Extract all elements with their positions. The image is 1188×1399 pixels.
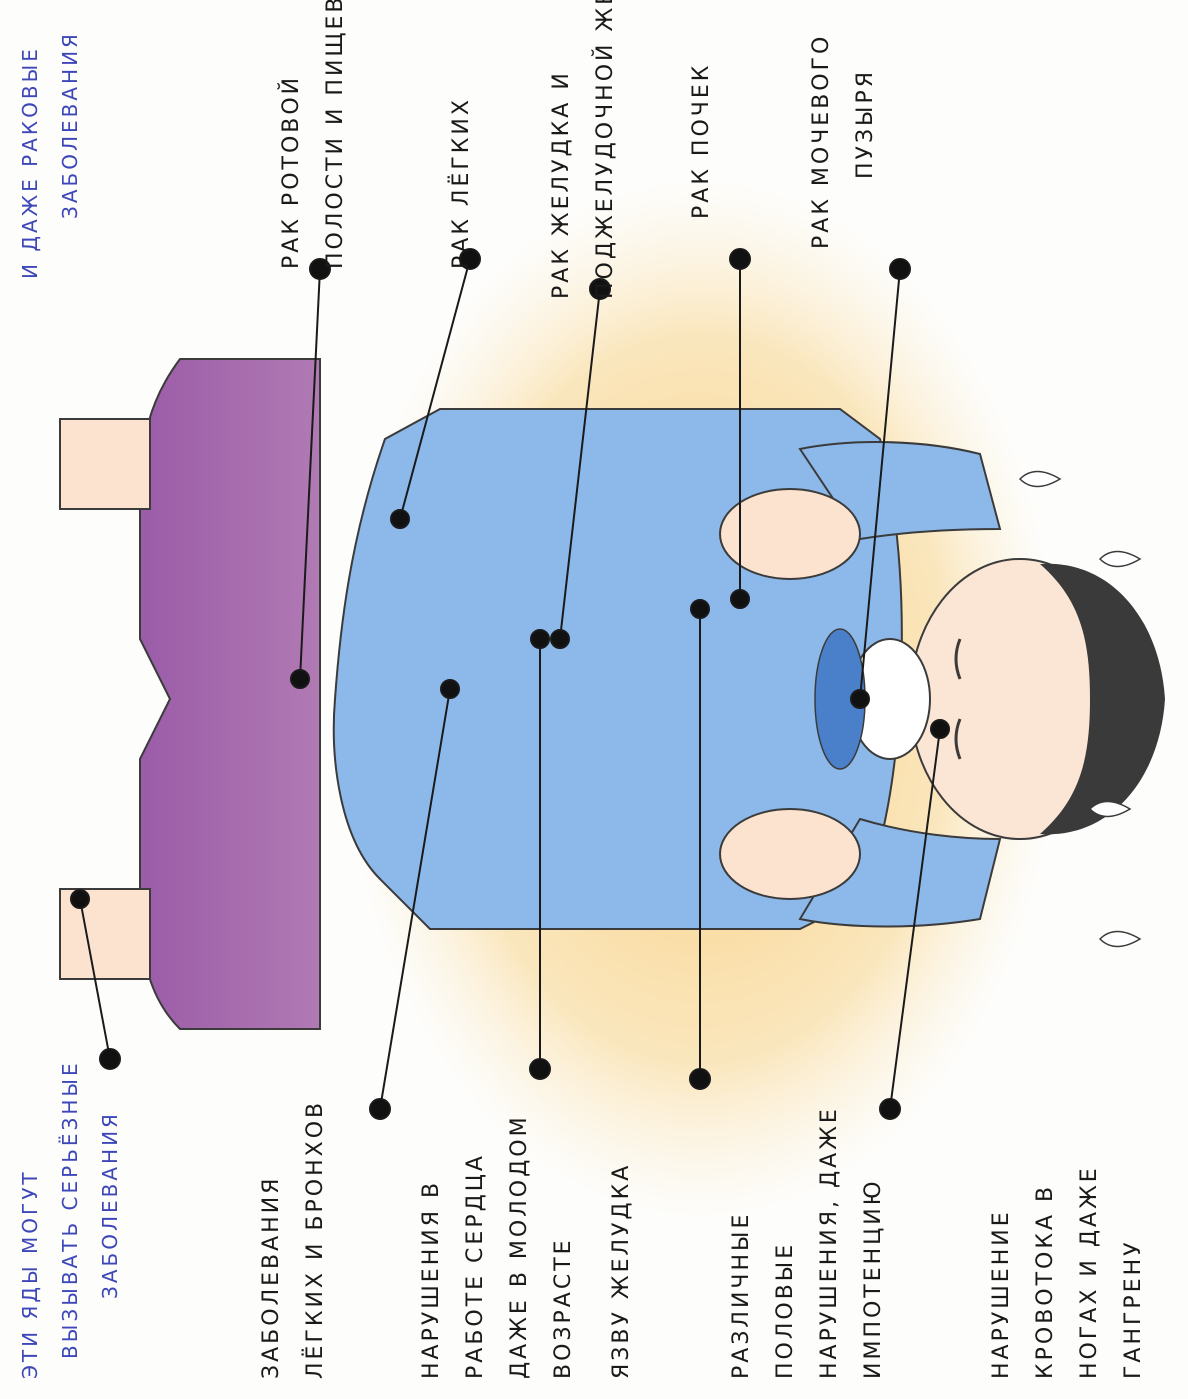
left-label-sexual-line2: половые bbox=[764, 1106, 808, 1379]
left-label-lungs-line1: Заболевания bbox=[250, 1100, 294, 1379]
left-label-heart-line2: работе сердца bbox=[454, 1114, 498, 1379]
left-label-circulation-line2: кровотока в bbox=[1024, 1165, 1068, 1379]
boy-shorts bbox=[140, 359, 320, 1029]
right-caption-line1: И даже раковые bbox=[10, 31, 50, 279]
right-label-lungs-line1: Рак лёгких bbox=[440, 97, 484, 269]
sweat-drop-2 bbox=[1100, 932, 1140, 947]
right-label-mouth-line1: Рак ротовой bbox=[270, 0, 314, 269]
left-label-heart: Нарушения в работе сердца даже в молодом… bbox=[410, 1114, 586, 1379]
right-label-mouth-line2: полости и пищевода bbox=[314, 0, 358, 269]
boy-hand-left bbox=[720, 809, 860, 899]
left-label-heart-line4: возрасте bbox=[542, 1114, 586, 1379]
right-label-mouth: Рак ротовой полости и пищевода bbox=[270, 0, 358, 269]
left-caption: Эти яды могут вызывать серьёзные заболев… bbox=[10, 1060, 130, 1379]
left-label-sexual: Различные половые нарушения, даже импоте… bbox=[720, 1106, 896, 1379]
right-label-bladder-line1: Рак мочевого bbox=[800, 34, 844, 249]
right-caption-line2: заболевания bbox=[50, 31, 90, 279]
left-label-lungs: Заболевания лёгких и бронхов bbox=[250, 1100, 338, 1379]
left-label-circulation-line3: ногах и даже bbox=[1068, 1165, 1112, 1379]
left-label-circulation: Нарушение кровотока в ногах и даже гангр… bbox=[980, 1165, 1156, 1379]
left-label-lungs-line2: лёгких и бронхов bbox=[294, 1100, 338, 1379]
left-label-circulation-line1: Нарушение bbox=[980, 1165, 1024, 1379]
right-label-lungs: Рак лёгких bbox=[440, 97, 484, 269]
left-label-heart-line3: даже в молодом bbox=[498, 1114, 542, 1379]
left-label-sexual-line3: нарушения, даже bbox=[808, 1106, 852, 1379]
left-label-sexual-line1: Различные bbox=[720, 1106, 764, 1379]
left-label-circulation-line4: гангрену bbox=[1112, 1165, 1156, 1379]
right-label-kidney-line1: Рак почек bbox=[680, 63, 724, 219]
right-label-kidney: Рак почек bbox=[680, 63, 724, 219]
sweat-drop-3 bbox=[1100, 552, 1140, 567]
sweat-drop-1 bbox=[1090, 802, 1130, 817]
boy-leg-right bbox=[60, 419, 150, 509]
left-caption-line2: вызывать серьёзные bbox=[50, 1060, 90, 1379]
right-label-stomach-line2: поджелудочной железы bbox=[584, 0, 628, 299]
right-label-stomach-line1: Рак желудка и bbox=[540, 0, 584, 299]
right-caption: И даже раковые заболевания bbox=[10, 31, 90, 279]
left-label-ulcer-line1: Язву желудка bbox=[600, 1163, 644, 1379]
left-label-heart-line1: Нарушения в bbox=[410, 1114, 454, 1379]
right-label-bladder: Рак мочевого пузыря bbox=[800, 34, 888, 249]
left-caption-line3: заболевания bbox=[90, 1060, 130, 1379]
left-caption-line1: Эти яды могут bbox=[10, 1060, 50, 1379]
left-label-sexual-line4: импотенцию bbox=[852, 1106, 896, 1379]
left-label-ulcer: Язву желудка bbox=[600, 1163, 644, 1379]
right-label-stomach: Рак желудка и поджелудочной железы bbox=[540, 0, 628, 299]
sweat-drop-4 bbox=[1020, 472, 1060, 487]
right-label-bladder-line2: пузыря bbox=[844, 34, 888, 249]
